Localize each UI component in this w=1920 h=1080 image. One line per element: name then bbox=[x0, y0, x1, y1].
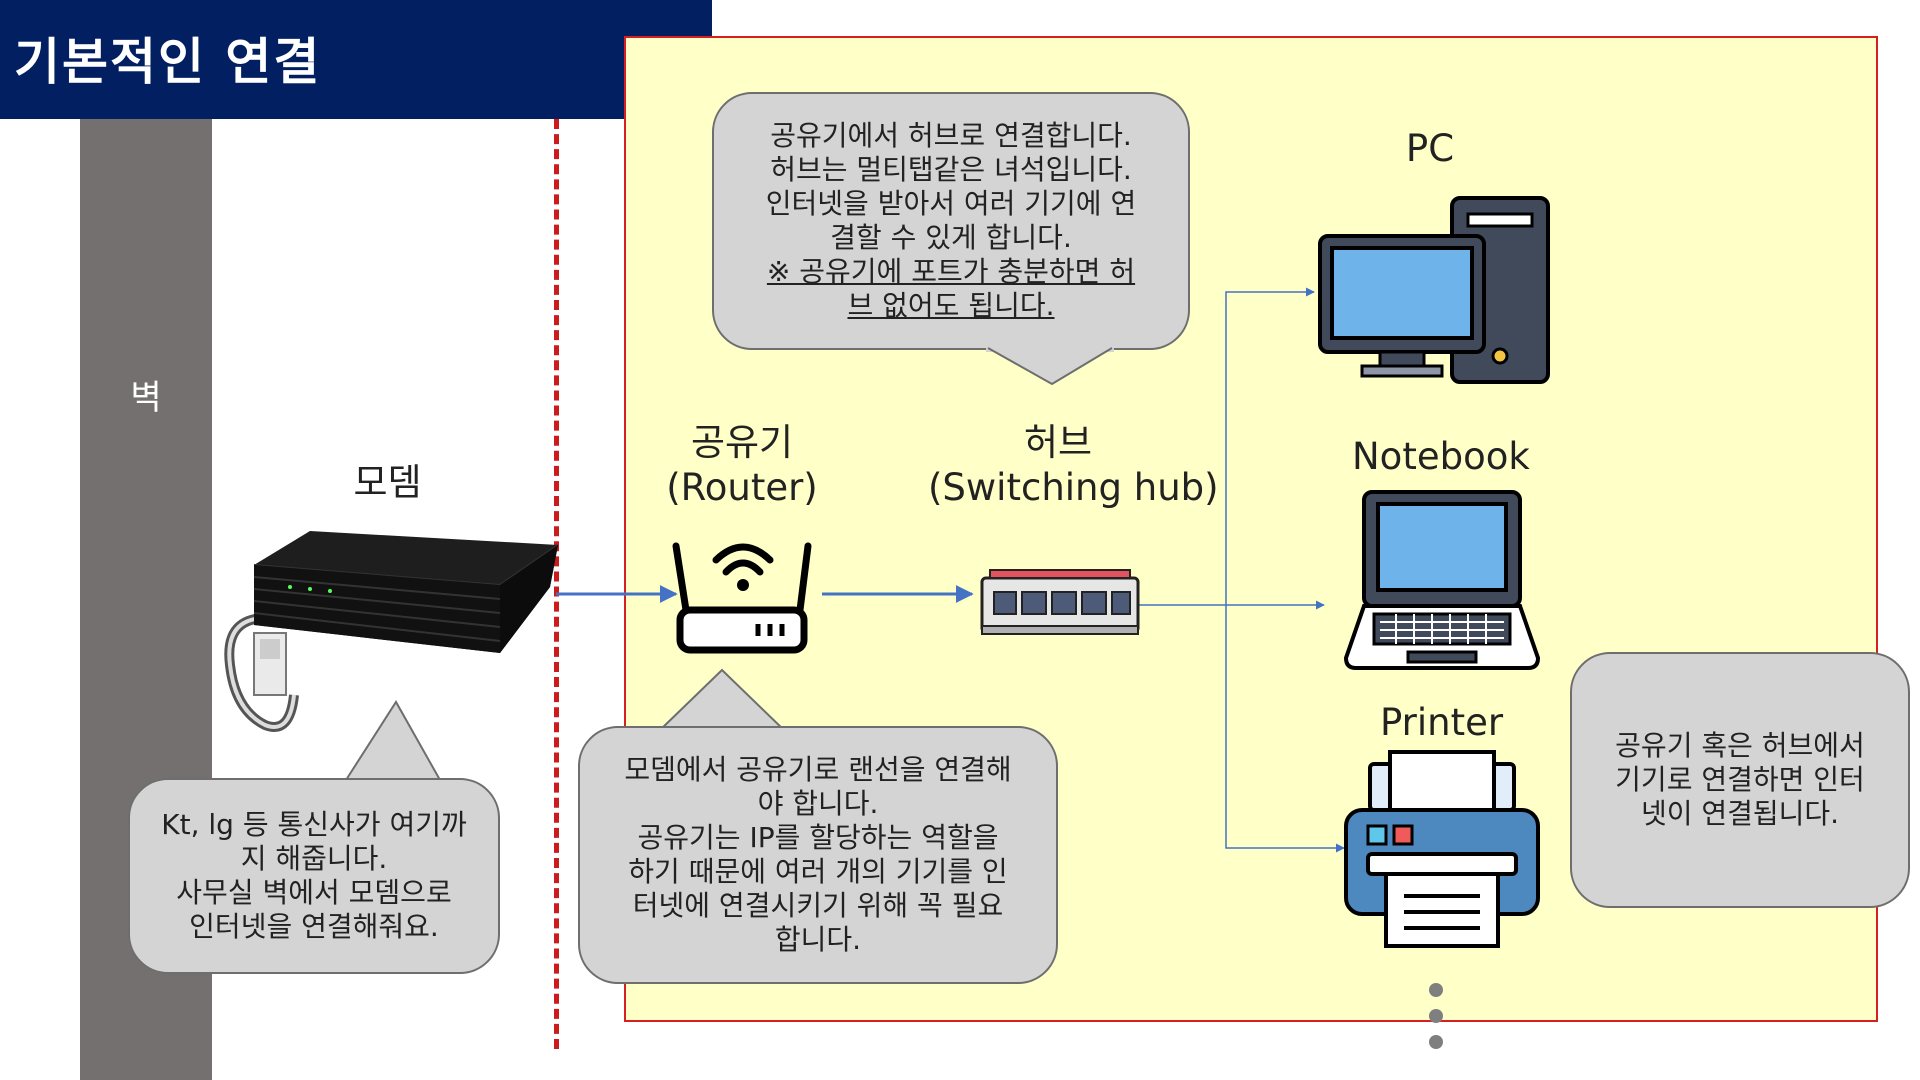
divider-line bbox=[554, 119, 559, 1049]
modem-label: 모뎀 bbox=[353, 461, 422, 504]
modem-icon bbox=[224, 531, 559, 732]
modem-callout-tail bbox=[340, 700, 444, 784]
modem-callout: Kt, lg 등 통신사가 여기까 지 해줍니다. 사무실 벽에서 모뎀으로 인… bbox=[128, 778, 500, 974]
callout-note-line: ※ 공유기에 포트가 충분하면 허 bbox=[766, 255, 1136, 288]
printer-label: Printer bbox=[1380, 701, 1504, 744]
router-callout: 모뎀에서 공유기로 랜선을 연결해 야 합니다. 공유기는 IP를 할당하는 역… bbox=[578, 726, 1058, 984]
callout-line: 넷이 연결됩니다. bbox=[1640, 797, 1840, 830]
callout-line: 공유기는 IP를 할당하는 역할을 bbox=[637, 821, 999, 854]
callout-line: 기기로 연결하면 인터 bbox=[1615, 763, 1865, 796]
hub-callout-tail bbox=[986, 346, 1114, 386]
notebook-icon bbox=[1343, 490, 1541, 670]
callout-line: 터넷에 연결시키기 위해 꼭 필요 bbox=[632, 889, 1004, 922]
hub-label: 허브 (Switching hub) bbox=[928, 420, 1219, 510]
printer-icon bbox=[1344, 750, 1540, 948]
callout-line: 합니다. bbox=[774, 923, 862, 956]
hub-icon bbox=[980, 569, 1140, 635]
callout-line: 사무실 벽에서 모뎀으로 bbox=[176, 876, 452, 909]
callout-line: Kt, lg 등 통신사가 여기까 bbox=[161, 808, 467, 841]
router-type: (Router) bbox=[666, 466, 818, 509]
callout-note-line: 브 없어도 됩니다. bbox=[847, 289, 1055, 322]
pc-icon bbox=[1318, 196, 1550, 384]
callout-line: 야 합니다. bbox=[757, 787, 879, 820]
router-label: 공유기 (Router) bbox=[662, 420, 822, 510]
callout-line: 공유기 혹은 허브에서 bbox=[1615, 729, 1865, 762]
hub-type: (Switching hub) bbox=[928, 466, 1219, 509]
router-callout-tail bbox=[656, 668, 788, 736]
ellipsis-icon bbox=[1429, 983, 1443, 1049]
title-bar: 기본적인 연결 bbox=[0, 0, 712, 119]
pc-label: PC bbox=[1405, 127, 1455, 170]
hub-name: 허브 bbox=[1023, 421, 1093, 464]
callout-line: 공유기에서 허브로 연결합니다. bbox=[770, 119, 1132, 152]
notebook-label: Notebook bbox=[1352, 435, 1530, 478]
callout-line: 인터넷을 연결해줘요. bbox=[189, 910, 439, 943]
devices-callout: 공유기 혹은 허브에서 기기로 연결하면 인터 넷이 연결됩니다. bbox=[1570, 652, 1910, 908]
router-name: 공유기 bbox=[690, 421, 794, 464]
callout-line: 지 해줍니다. bbox=[240, 842, 388, 875]
callout-line: 모뎀에서 공유기로 랜선을 연결해 bbox=[624, 753, 1012, 786]
callout-line: 허브는 멀티탭같은 녀석입니다. bbox=[770, 153, 1132, 186]
page-title: 기본적인 연결 bbox=[14, 33, 322, 91]
callout-line: 결할 수 있게 합니다. bbox=[830, 221, 1072, 254]
callout-line: 하기 때문에 여러 개의 기기를 인 bbox=[628, 855, 1008, 888]
hub-callout: 공유기에서 허브로 연결합니다. 허브는 멀티탭같은 녀석입니다. 인터넷을 받… bbox=[712, 92, 1190, 350]
router-icon bbox=[672, 542, 812, 654]
wall-label: 벽 bbox=[130, 378, 162, 418]
callout-line: 인터넷을 받아서 여러 기기에 연 bbox=[765, 187, 1137, 220]
